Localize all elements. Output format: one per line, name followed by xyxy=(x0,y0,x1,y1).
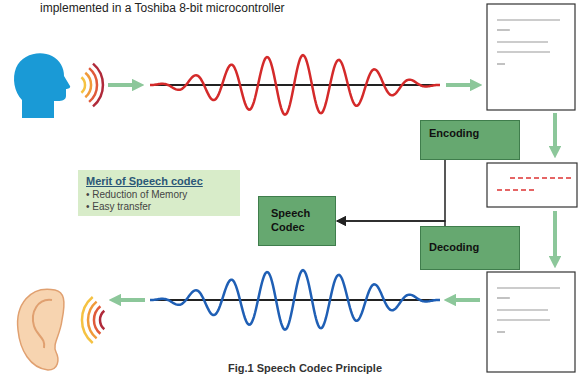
process-box: Decoding xyxy=(420,226,520,270)
sound-arcs xyxy=(82,297,104,343)
sound-arcs xyxy=(81,64,103,107)
box-label: Speech Codec xyxy=(271,207,323,235)
compressed-data xyxy=(487,163,577,207)
box-label: Encoding xyxy=(429,127,511,139)
figure-caption: Fig.1 Speech Codec Principle xyxy=(228,362,382,374)
process-box: Speech Codec xyxy=(258,196,336,246)
bullet-item: • Reduction of Memory xyxy=(86,189,232,201)
speaker-head xyxy=(14,53,70,118)
listener-ear xyxy=(18,289,64,370)
note-box: Merit of Speech codec• Reduction of Memo… xyxy=(78,170,240,216)
note-heading: Merit of Speech codec xyxy=(86,175,232,188)
source-document xyxy=(487,4,575,110)
connector-arrow xyxy=(337,160,445,221)
bullet-item: • Easy transfer xyxy=(86,201,232,213)
ear-inner xyxy=(33,300,52,348)
box-label: Decoding xyxy=(429,241,511,253)
decoded-document xyxy=(487,272,575,372)
speech-waveform xyxy=(150,55,440,115)
note-text: implemented in a Toshiba 8-bit microcont… xyxy=(40,1,285,15)
decoded-waveform xyxy=(150,270,440,330)
process-box: Encoding xyxy=(420,120,520,160)
